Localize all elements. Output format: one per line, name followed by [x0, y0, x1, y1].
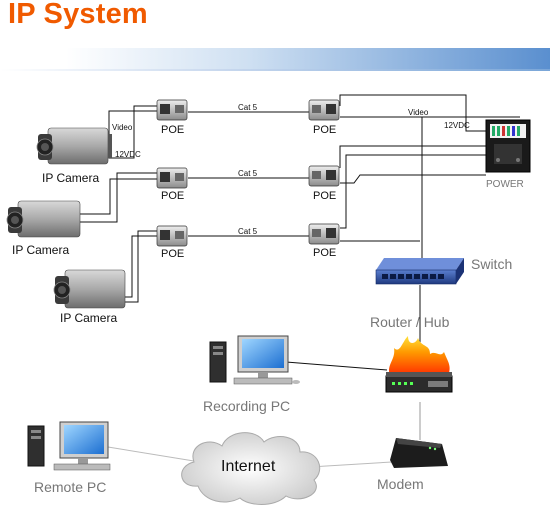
label-poe-2: POE: [161, 190, 184, 202]
label-12vdc-1: 12VDC: [115, 150, 141, 159]
poe-device-4: [308, 99, 340, 121]
internet-cloud: [181, 432, 321, 505]
poe-device-3: [156, 225, 188, 247]
label-cat5-1: Cat 5: [238, 103, 258, 112]
label-internet: Internet: [221, 458, 276, 475]
poe-device-5: [308, 165, 340, 187]
modem: [390, 438, 448, 468]
wire-poe6-a: [340, 154, 486, 229]
network-switch: [375, 258, 464, 285]
poe-device-1: [156, 99, 188, 121]
wire-poe5-b: [340, 174, 486, 184]
label-poe-5: POE: [313, 190, 336, 202]
label-router-hub: Router / Hub: [370, 314, 450, 330]
poe-device-6: [308, 223, 340, 245]
page-title: IP System: [8, 0, 148, 30]
label-video-2: Video: [408, 108, 429, 117]
labels: Video 12VDC POE POE POE POE POE POE Cat …: [12, 103, 524, 495]
ip-camera-2: [6, 200, 81, 238]
label-poe-4: POE: [313, 124, 336, 136]
poe-device-2: [156, 167, 188, 189]
label-remote-pc: Remote PC: [34, 479, 106, 495]
label-12vdc-2: 12VDC: [444, 121, 470, 130]
label-recording-pc: Recording PC: [203, 398, 290, 414]
title-gradient-bar: [0, 48, 550, 70]
power-supply: [485, 119, 531, 173]
fire-icon: [389, 336, 450, 376]
label-poe-6: POE: [313, 247, 336, 259]
wire-cam2-poe2: [78, 178, 157, 215]
wire-cam3-poe3b: [124, 230, 157, 303]
label-poe-3: POE: [161, 248, 184, 260]
label-ip-camera-3: IP Camera: [60, 311, 117, 325]
label-poe-1: POE: [161, 124, 184, 136]
wire-router-recpc: [285, 361, 388, 371]
wire-cam2-poe2b: [78, 172, 157, 223]
label-power: POWER: [486, 179, 524, 190]
label-ip-camera-2: IP Camera: [12, 243, 69, 257]
ip-camera-1: [36, 127, 112, 165]
wire-internet-modem: [309, 461, 393, 468]
wire-poe5-a: [339, 145, 486, 168]
label-video-1: Video: [112, 123, 133, 132]
title-underline: [0, 69, 550, 71]
label-cat5-2: Cat 5: [238, 169, 258, 178]
wire-remote-internet: [107, 446, 201, 463]
wire-cam1-poe1: [108, 110, 157, 131]
wire-poe4-power: [339, 94, 486, 132]
wires: [78, 94, 520, 468]
label-cat5-3: Cat 5: [238, 227, 258, 236]
label-switch: Switch: [471, 256, 512, 272]
router-firewall: [385, 336, 453, 393]
recording-pc: [209, 335, 300, 385]
label-ip-camera-1: IP Camera: [42, 171, 99, 185]
ip-camera-3: [53, 269, 126, 309]
remote-pc: [27, 421, 111, 471]
wire-cam3-poe3: [124, 235, 157, 298]
label-modem: Modem: [377, 476, 424, 492]
